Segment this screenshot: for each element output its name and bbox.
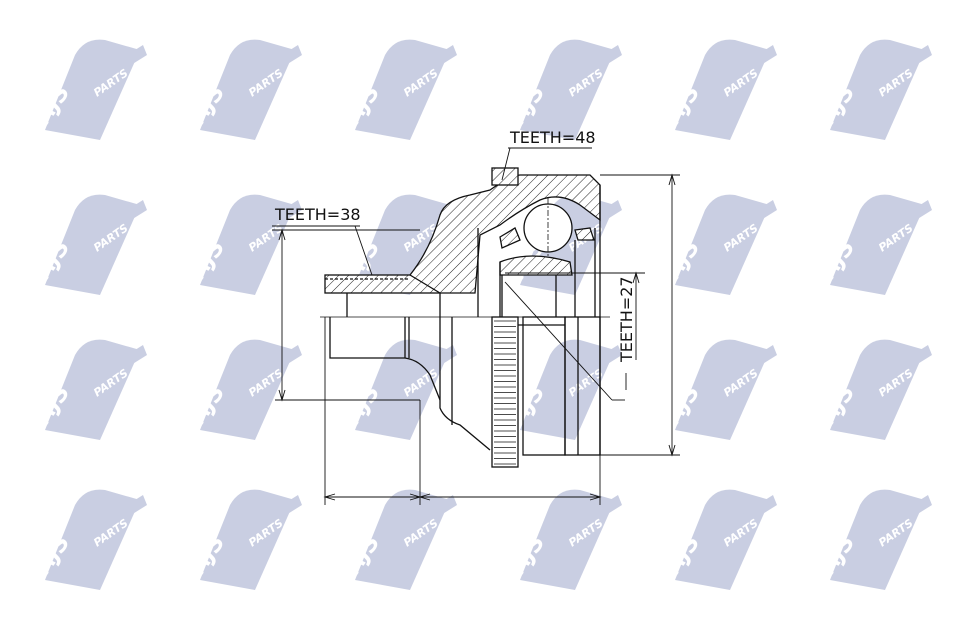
ajs-parts-watermark [815,489,932,590]
ajs-parts-watermark [815,339,932,440]
label-teeth-38: TEETH=38 [274,205,361,224]
watermark-layer [30,39,932,590]
ajs-parts-watermark [30,339,148,440]
ajs-parts-watermark [340,489,457,590]
ajs-parts-watermark [815,194,932,295]
dimension-lines [272,147,680,505]
ajs-parts-watermark [660,194,777,295]
ajs-parts-watermark [30,194,148,295]
ajs-parts-watermark [185,39,302,140]
ajs-parts-watermark [505,39,622,140]
ajs-parts-watermark [660,489,777,590]
label-teeth-27: TEETH=27 [617,276,636,363]
ajs-parts-watermark [185,339,302,440]
ajs-parts-watermark [30,489,148,590]
ajs-parts-watermark [660,339,777,440]
ajs-parts-watermark [660,39,777,140]
ajs-parts-watermark [815,39,932,140]
label-teeth-48: TEETH=48 [509,128,596,147]
ajs-parts-watermark [340,39,457,140]
ajs-parts-watermark [30,39,148,140]
ajs-parts-watermark [185,489,302,590]
part-outline [320,167,610,468]
ajs-parts-watermark [505,489,622,590]
